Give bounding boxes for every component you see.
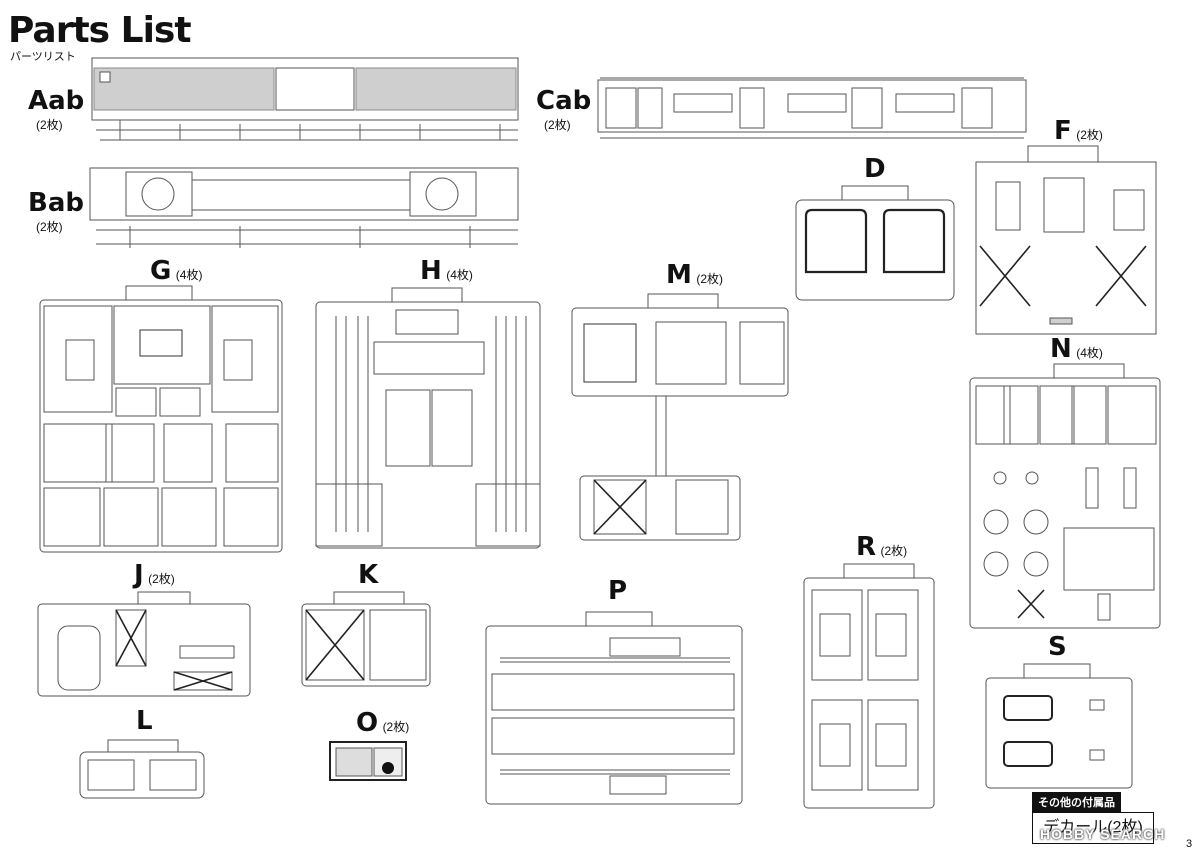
sprue-r-illustration [803,563,935,809]
sprue-id: N [1050,334,1072,364]
sprue-qty: (4枚) [1076,346,1103,360]
sprue-id: K [358,560,379,590]
sprue-qty: (2枚) [544,118,571,132]
sprue-h-label: H (4枚) [420,256,473,286]
sprue-id: G [150,256,172,286]
sprue-h-illustration [315,287,541,549]
sprue-g-illustration [39,285,283,553]
sprue-qty: (2枚) [36,118,63,132]
sprue-qty: (4枚) [175,268,203,282]
sprue-o-illustration [329,741,407,781]
sprue-id: S [1048,632,1067,662]
sprue-id: Cab [536,86,592,116]
sprue-bab-label: Bab (2枚) [28,188,84,235]
sprue-id: P [608,576,628,606]
sprue-d-illustration [795,185,955,301]
sprue-bab-illustration [89,167,519,248]
sprue-id: H [420,256,442,286]
sprue-cab-label: Cab (2枚) [536,86,591,133]
sprue-o-label: O (2枚) [356,708,409,738]
sprue-r-label: R (2枚) [856,532,907,562]
watermark: HOBBY SEARCH [1040,826,1166,842]
sprue-f-label: F (2枚) [1054,116,1103,146]
sprue-aab-label: Aab (2枚) [28,86,84,133]
sprue-j-label: J (2枚) [134,560,175,590]
sprue-id: L [136,706,153,736]
sprue-s-label: S [1048,632,1067,662]
sprue-qty: (2枚) [696,272,723,286]
page-subtitle: パーツリスト [10,51,76,63]
sprue-id: D [864,154,886,184]
sprue-aab-illustration [91,57,519,141]
sprue-id: Aab [28,86,85,116]
page-number: 3 [1186,838,1193,850]
sprue-id: R [856,532,877,562]
sprue-cab-illustration [597,77,1027,139]
sprue-qty: (2枚) [382,720,410,734]
sprue-id: Bab [28,188,84,218]
sprue-id: M [666,260,692,290]
sprue-n-label: N (4枚) [1050,334,1103,364]
sprue-id: O [356,708,379,738]
sprue-m-label: M (2枚) [666,260,723,290]
sprue-qty: (2枚) [36,220,63,234]
decal-box: デカール(2枚) [1032,812,1154,844]
sprue-d-label: D [864,154,886,184]
sprue-m-illustration [571,293,789,541]
sprue-g-label: G (4枚) [150,256,202,286]
sprue-f-illustration [975,145,1157,335]
sprue-k-label: K [358,560,378,590]
sprue-qty: (2枚) [148,572,175,586]
sprue-n-illustration [969,363,1161,629]
sprue-qty: (4枚) [446,268,473,282]
sprue-p-label: P [608,576,627,606]
sprue-k-illustration [301,591,431,687]
sprue-id: F [1054,116,1072,146]
sprue-qty: (2枚) [880,544,908,558]
sprue-id: J [134,560,144,590]
sprue-s-illustration [985,663,1133,789]
sprue-p-illustration [485,611,743,805]
sprue-j-illustration [37,591,251,697]
page-title: Parts List [8,10,192,51]
sprue-l-illustration [79,739,205,799]
sprue-qty: (2枚) [1076,128,1103,142]
accessories-label: その他の付属品 [1032,792,1121,812]
sprue-l-label: L [136,706,153,736]
